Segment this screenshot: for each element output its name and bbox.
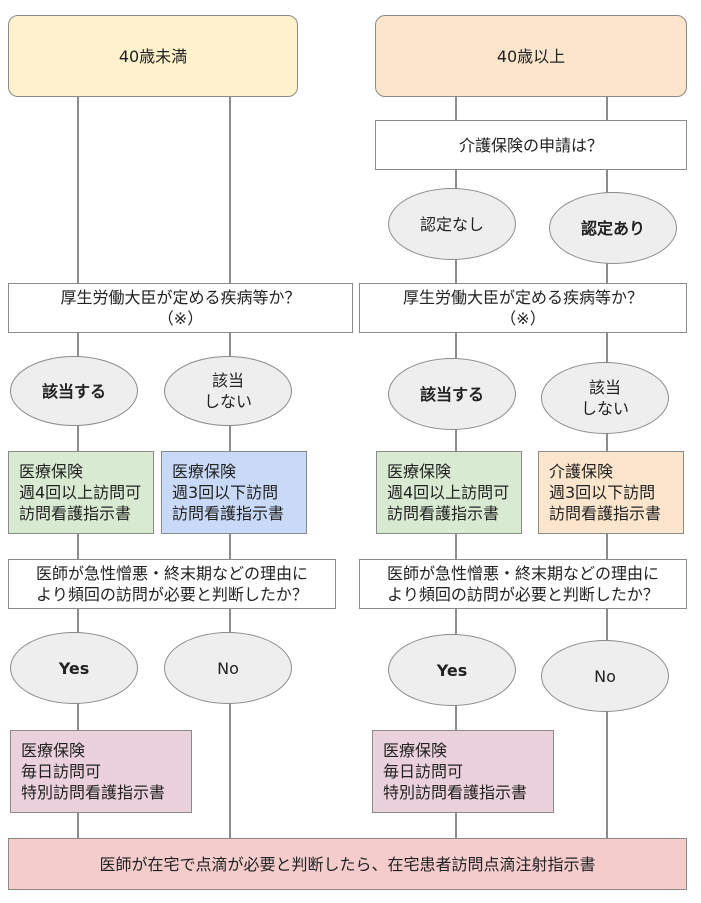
ellipse-no-left: No: [164, 632, 292, 704]
ellipse-not-applicable-right: 該当 しない: [541, 362, 669, 434]
ellipse-not-certified: 認定なし: [388, 188, 516, 260]
ellipse-applicable-left: 該当する: [10, 356, 138, 426]
question-designated-disease-right: 厚生労働大臣が定める疾病等か？ （※）: [359, 283, 687, 333]
question-doctor-judgment-right: 医師が急性憎悪・終末期などの理由に より頻回の訪問が必要と判断したか？: [359, 559, 687, 609]
header-under-40: 40歳未満: [8, 15, 298, 97]
ellipse-not-applicable-left: 該当 しない: [164, 356, 292, 426]
box-medical-4plus-left: 医療保険 週4回以上訪問可 訪問看護指示書: [8, 451, 154, 534]
ellipse-yes-right: Yes: [388, 634, 516, 706]
question-kaigo-application: 介護保険の申請は？: [375, 120, 687, 170]
question-designated-disease-left: 厚生労働大臣が定める疾病等か？ （※）: [8, 283, 353, 333]
ellipse-yes-left: Yes: [10, 632, 138, 704]
ellipse-no-right: No: [541, 640, 669, 712]
box-special-order-left: 医療保険 毎日訪問可 特別訪問看護指示書: [10, 730, 192, 813]
header-40-and-over: 40歳以上: [375, 15, 687, 97]
box-kaigo-3less-right: 介護保険 週3回以下訪問 訪問看護指示書: [538, 451, 684, 534]
ellipse-applicable-right: 該当する: [388, 358, 516, 430]
box-medical-4plus-right: 医療保険 週4回以上訪問可 訪問看護指示書: [376, 451, 522, 534]
ellipse-certified: 認定あり: [549, 192, 677, 264]
question-doctor-judgment-left: 医師が急性憎悪・終末期などの理由に より頻回の訪問が必要と判断したか？: [8, 559, 336, 609]
box-medical-3less-left: 医療保険 週3回以下訪問 訪問看護指示書: [161, 451, 307, 534]
footer-iv-drip-order: 医師が在宅で点滴が必要と判断したら、在宅患者訪問点滴注射指示書: [8, 838, 687, 890]
box-special-order-right: 医療保険 毎日訪問可 特別訪問看護指示書: [372, 730, 554, 813]
